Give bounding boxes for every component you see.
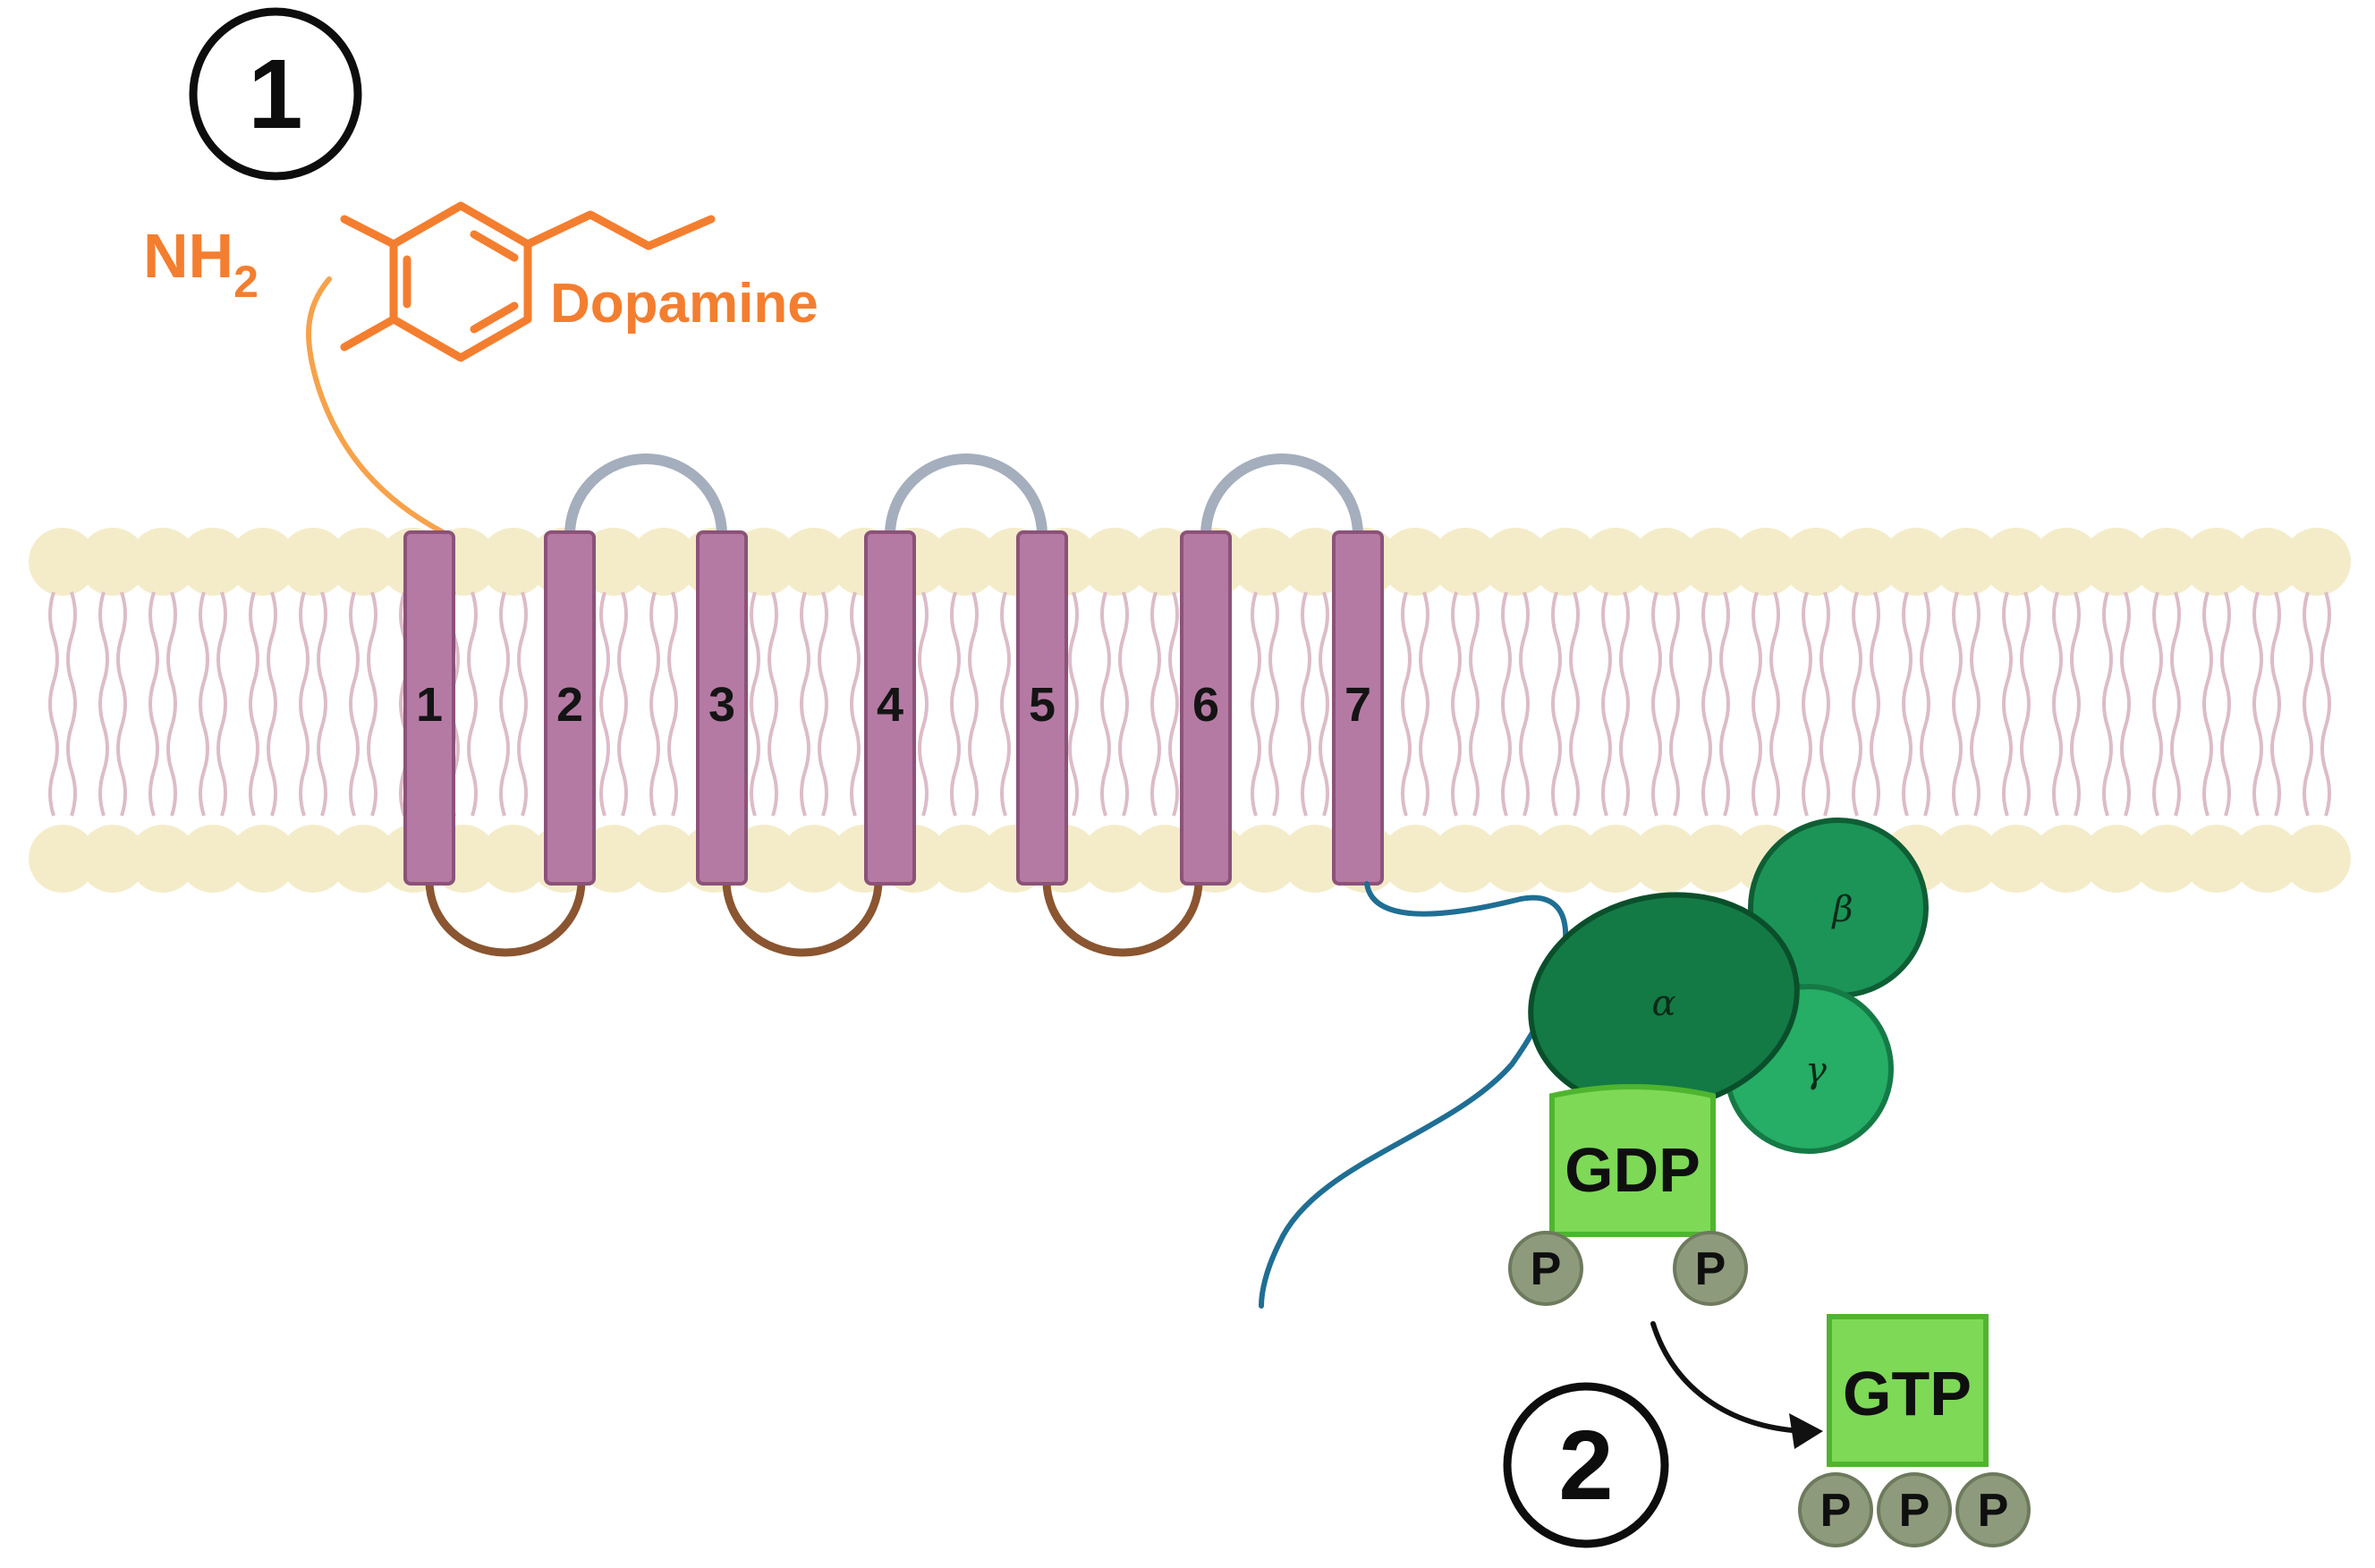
step-marker-2: 2	[1503, 1382, 1669, 1548]
n-terminal-tail	[306, 276, 445, 535]
gdp-label: GDP	[1565, 1135, 1701, 1205]
extracellular-loops	[564, 453, 1363, 540]
alpha-label: α	[1651, 983, 1675, 1024]
helix-4	[864, 530, 916, 886]
helix-2	[544, 530, 596, 886]
phosphate-circle	[1955, 1472, 2031, 1547]
c-terminal-tail	[1259, 881, 1569, 1309]
phosphate-circle	[1508, 1231, 1583, 1306]
exchange-arrow	[1650, 1321, 1823, 1449]
dopamine-molecule	[340, 201, 716, 362]
gtp-box	[1827, 1314, 1989, 1467]
g-protein: β γ α	[1528, 818, 1929, 1154]
gdp-box	[1549, 1084, 1716, 1237]
gtp-group: GTP	[1827, 1314, 1989, 1467]
phosphate-label: P	[1899, 1485, 1930, 1537]
transmembrane-helices: 1 2 3 4 5 6 7	[403, 530, 1384, 886]
phosphate-circle	[1798, 1472, 1873, 1547]
helix-3	[696, 530, 748, 886]
svg-text:1: 1	[248, 39, 302, 149]
helix-5	[1016, 530, 1068, 886]
phosphate-label: P	[1695, 1243, 1726, 1295]
helix-label-3: 3	[708, 678, 735, 732]
helix-label-4: 4	[877, 678, 903, 732]
helix-6	[1180, 530, 1232, 886]
step-marker-1: 1	[189, 7, 362, 181]
phosphate-label: P	[1531, 1243, 1562, 1295]
phosphate-circle	[1673, 1231, 1748, 1306]
phosphate-label: P	[1978, 1485, 2009, 1537]
helix-1	[403, 530, 455, 886]
helix-label-1: 1	[416, 678, 443, 732]
phosphate-label: P	[1820, 1485, 1852, 1537]
gtp-label: GTP	[1843, 1359, 1972, 1428]
beta-label: β	[1830, 889, 1853, 930]
intracellular-loops	[425, 877, 1203, 957]
phosphate-circle	[1877, 1472, 1952, 1547]
gamma-label: γ	[1805, 1050, 1827, 1091]
dopamine-label: Dopamine	[550, 273, 819, 335]
svg-text:2: 2	[1558, 1411, 1613, 1521]
phospholipid	[2281, 526, 2353, 894]
helix-label-2: 2	[556, 678, 583, 732]
helix-label-5: 5	[1029, 678, 1056, 732]
helix-label-6: 6	[1192, 678, 1219, 732]
gdp-group: GDP	[1549, 1084, 1716, 1237]
helix-label-7: 7	[1344, 678, 1371, 732]
helix-7	[1332, 530, 1384, 886]
amine-label: NH2	[143, 221, 259, 307]
